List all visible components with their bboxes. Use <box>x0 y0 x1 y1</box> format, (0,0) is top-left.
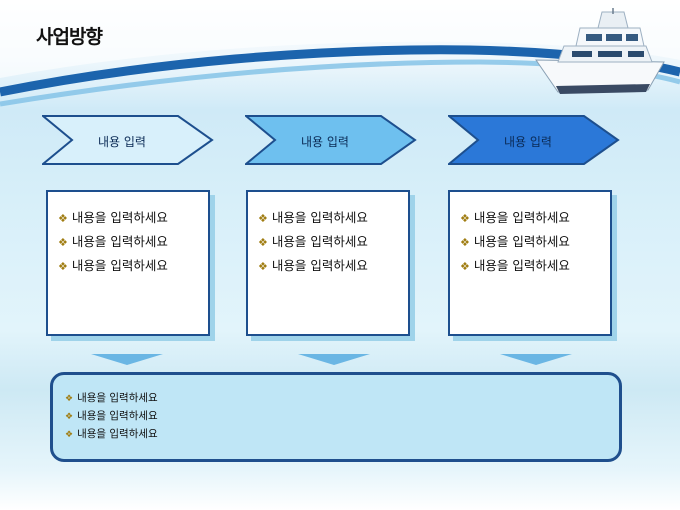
step-1-chevron <box>42 115 214 165</box>
step-3-panel: ❖내용을 입력하세요 ❖내용을 입력하세요 ❖내용을 입력하세요 <box>448 190 612 336</box>
diamond-bullet-icon: ❖ <box>460 260 470 273</box>
diamond-bullet-icon: ❖ <box>58 260 68 273</box>
diamond-bullet-icon: ❖ <box>258 260 268 273</box>
diamond-bullet-icon: ❖ <box>460 212 470 225</box>
step-1-panel: ❖내용을 입력하세요 ❖내용을 입력하세요 ❖내용을 입력하세요 <box>46 190 210 336</box>
down-arrow-icon <box>298 354 370 365</box>
page-title: 사업방향 <box>36 26 103 48</box>
diamond-bullet-icon: ❖ <box>65 394 74 404</box>
step-2-chevron <box>245 115 417 165</box>
yacht-image <box>535 8 665 94</box>
step-2-panel: ❖내용을 입력하세요 ❖내용을 입력하세요 ❖내용을 입력하세요 <box>246 190 410 336</box>
list-item: ❖내용을 입력하세요 <box>460 234 570 249</box>
diamond-bullet-icon: ❖ <box>65 412 74 422</box>
diamond-bullet-icon: ❖ <box>258 212 268 225</box>
summary-box: ❖내용을 입력하세요 ❖내용을 입력하세요 ❖내용을 입력하세요 <box>50 372 622 462</box>
diamond-bullet-icon: ❖ <box>65 430 74 440</box>
list-item: ❖내용을 입력하세요 <box>58 258 168 273</box>
list-item: ❖내용을 입력하세요 <box>65 392 158 404</box>
list-item: ❖내용을 입력하세요 <box>58 210 168 225</box>
step-3-chevron <box>448 115 620 165</box>
diamond-bullet-icon: ❖ <box>58 236 68 249</box>
list-item: ❖내용을 입력하세요 <box>258 234 368 249</box>
list-item: ❖내용을 입력하세요 <box>65 410 158 422</box>
diamond-bullet-icon: ❖ <box>258 236 268 249</box>
list-item: ❖내용을 입력하세요 <box>460 258 570 273</box>
list-item: ❖내용을 입력하세요 <box>65 428 158 440</box>
list-item: ❖내용을 입력하세요 <box>258 210 368 225</box>
step-2-label: 내용 입력 <box>301 135 349 149</box>
list-item: ❖내용을 입력하세요 <box>258 258 368 273</box>
down-arrow-icon <box>91 354 163 365</box>
down-arrow-icon <box>500 354 572 365</box>
step-3-label: 내용 입력 <box>504 135 552 149</box>
list-item: ❖내용을 입력하세요 <box>460 210 570 225</box>
list-item: ❖내용을 입력하세요 <box>58 234 168 249</box>
diamond-bullet-icon: ❖ <box>58 212 68 225</box>
step-1-label: 내용 입력 <box>98 135 146 149</box>
diamond-bullet-icon: ❖ <box>460 236 470 249</box>
